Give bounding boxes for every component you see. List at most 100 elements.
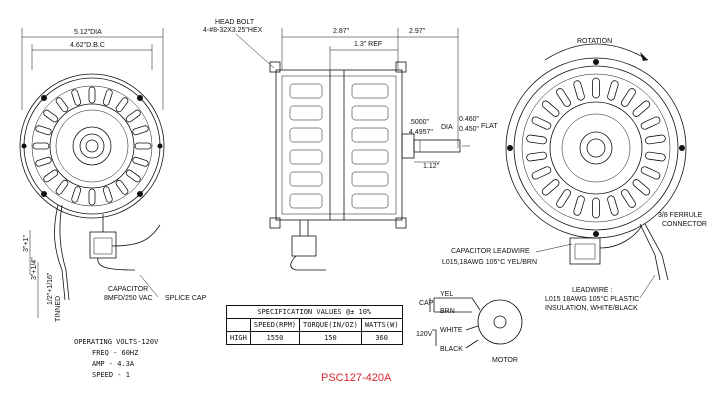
vent-slot xyxy=(632,179,651,196)
vent-slot xyxy=(71,89,82,106)
side-rib xyxy=(289,171,323,187)
vent-slot xyxy=(88,188,96,206)
spec-cell-watts: 360 xyxy=(360,331,403,345)
capacitor-rating: 8MFD/250 VAC xyxy=(104,295,153,302)
leadwire-label: LEADWIRE : xyxy=(572,287,613,294)
dim-lead-4: TINNED xyxy=(55,296,62,322)
dim-flat-1: 0.460" xyxy=(459,116,480,123)
side-view: HEAD BOLT 4-#8-32X3.25"HEX 2.87" 1.3" RE… xyxy=(203,19,498,271)
op-amp: AMP - 4.3A xyxy=(92,360,135,368)
vent-slot xyxy=(35,156,52,167)
side-rib xyxy=(351,171,389,187)
spec-header-watts: WATTS(W) xyxy=(360,318,403,332)
dim-dia-bolt: 4.62"D.B.C xyxy=(70,42,105,49)
vent-slot xyxy=(115,179,129,195)
dim-shaft-3: DIA xyxy=(441,124,453,131)
ferrule-connector: CONNECTOR xyxy=(662,221,707,228)
spec-cell-speed: 1550 xyxy=(249,331,301,345)
vent-slot xyxy=(125,109,141,123)
vent-slot xyxy=(125,169,141,183)
dim-lead-2: 3"+1/4" xyxy=(31,257,38,280)
side-ribs xyxy=(289,83,389,209)
vent-slot xyxy=(531,166,552,180)
side-rib xyxy=(289,83,323,99)
vent-slot xyxy=(592,77,600,99)
side-rib xyxy=(289,193,323,209)
vent-slot xyxy=(132,125,149,136)
vent-slot xyxy=(645,151,666,162)
front-view-right: ROTATION CAPACITOR LEADWIRE L015,18AWG 1… xyxy=(442,38,707,312)
spec-cell-mode: HIGH xyxy=(226,331,251,345)
vent-slot xyxy=(71,186,82,203)
dim-side-ref: 1.3" REF xyxy=(354,41,382,48)
vent-slot xyxy=(102,186,113,203)
spec-header-speed: SPEED(RPM) xyxy=(249,318,301,332)
front-view-left: 5.12"DIA 4.62"D.B.C 3"+1" 3"+1/4" 1/2 xyxy=(19,28,207,322)
vent-slots-right xyxy=(526,77,666,219)
wire-white: WHITE xyxy=(440,327,463,334)
spec-header-empty xyxy=(226,318,251,332)
dim-side-overall: 2.87" xyxy=(333,28,350,35)
part-number: PSC127-420A xyxy=(321,372,392,384)
vent-slot xyxy=(132,156,149,167)
vent-slot xyxy=(592,197,600,219)
cap-leadwire-label: CAPACITOR LEADWIRE xyxy=(451,248,530,255)
vent-slot xyxy=(55,179,69,195)
vent-slot xyxy=(640,166,661,180)
vent-slot xyxy=(43,169,59,183)
vent-slots-left xyxy=(32,86,152,206)
vent-slot xyxy=(526,151,547,162)
vent-slot xyxy=(573,195,585,216)
operating-notes: OPERATING VOLTS-120V FREQ - 60HZ AMP - 4… xyxy=(74,337,158,381)
wire-yel: YEL xyxy=(440,291,453,298)
side-rib xyxy=(351,149,389,165)
spec-cell-torque: 150 xyxy=(299,331,362,345)
vent-slot xyxy=(607,195,619,216)
dim-flat-3: FLAT xyxy=(481,123,498,130)
side-rib xyxy=(351,193,389,209)
dim-shaft-2: 4.4957" xyxy=(409,129,433,136)
dim-lead-3: 1/2"+1/16" xyxy=(47,272,54,305)
vent-slot xyxy=(632,100,651,117)
side-rib xyxy=(289,127,323,143)
vent-slot xyxy=(531,116,552,130)
op-freq: FREQ - 60HZ xyxy=(92,349,139,357)
dim-lead-1: 3"+1" xyxy=(23,235,30,252)
dim-shaft-1: .5000" xyxy=(409,119,430,126)
wiring-schematic: YEL CAP BRN 120V WHITE BLACK MOTOR xyxy=(416,291,523,364)
vent-slot xyxy=(526,134,547,145)
vent-slot xyxy=(645,134,666,145)
ferrule-label: 3/8 FERRULE xyxy=(658,212,703,219)
side-rib xyxy=(289,105,323,121)
vent-slot xyxy=(43,109,59,123)
head-bolt-spec: 4-#8-32X3.25"HEX xyxy=(203,27,263,34)
wire-black: BLACK xyxy=(440,346,463,353)
vent-slot xyxy=(55,97,69,113)
wire-120v: 120V xyxy=(416,331,433,338)
vent-slot xyxy=(35,125,52,136)
vent-slot xyxy=(607,80,619,101)
leadwire-spec-2: INSULATION, WHITE/BLACK xyxy=(545,305,638,312)
vent-slot xyxy=(88,86,96,104)
dim-flat-2: 0.450" xyxy=(459,126,480,133)
motor-label: MOTOR xyxy=(492,357,518,364)
vent-slot xyxy=(556,88,571,107)
vent-slot xyxy=(32,142,50,150)
vent-slot xyxy=(541,179,560,196)
vent-slot xyxy=(102,89,113,106)
head-bolt-label: HEAD BOLT xyxy=(215,19,255,26)
side-rib xyxy=(351,83,389,99)
op-speed: SPEED - 1 xyxy=(92,371,130,379)
dim-shaft-len: 1.12" xyxy=(423,163,440,170)
wire-cap: CAP xyxy=(419,300,434,307)
capacitor-label: CAPACITOR xyxy=(108,286,148,293)
side-rib xyxy=(289,149,323,165)
vent-slot xyxy=(621,189,636,208)
dim-dia-outer: 5.12"DIA xyxy=(74,29,102,36)
dim-side-right: 2.97" xyxy=(409,28,426,35)
vent-slot xyxy=(134,142,152,150)
side-rib xyxy=(351,105,389,121)
vent-slot xyxy=(573,80,585,101)
splice-cap-label: SPLICE CAP xyxy=(165,295,207,302)
